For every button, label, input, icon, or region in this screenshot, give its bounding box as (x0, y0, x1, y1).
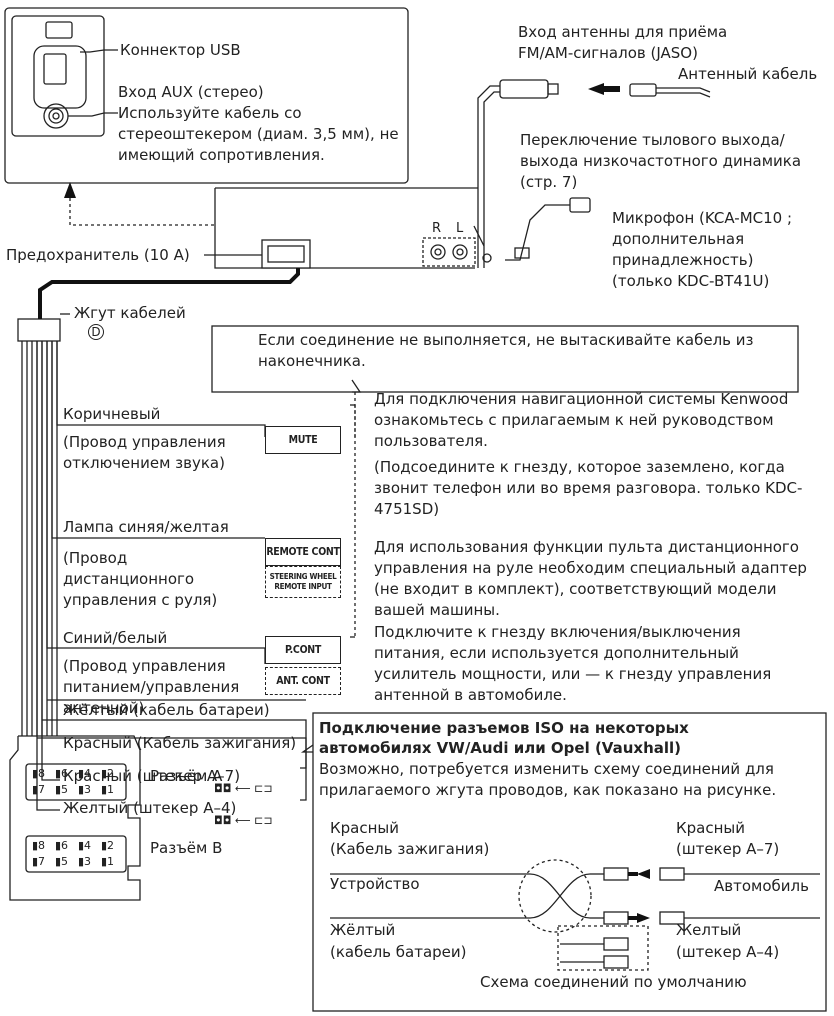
connector-pin: ▮7 (32, 855, 46, 868)
mute-box: MUTE (265, 426, 341, 454)
note-box-text: Если соединение не выполняется, не вытас… (258, 331, 754, 370)
iso-yellow-right: Желтый (676, 921, 742, 939)
wire-blue-white-desc: (Провод управления питанием/управления а… (63, 657, 240, 717)
wire-red-ignition-label: Красный (Кабель зажигания) (63, 734, 297, 752)
fuse-connector (261, 239, 311, 269)
rear-output-label: Переключение тылового выхода/ выхода низ… (520, 131, 802, 191)
iso-title-line-1: Подключение разъемов ISO на некоторых (319, 719, 689, 737)
connector-pin: ▮6 (55, 839, 69, 852)
connector-pin: ▮3 (78, 855, 92, 868)
steering-description: Для использования функции пульта дистанц… (374, 538, 807, 619)
iso-yellow-left: Жёлтый (330, 921, 396, 939)
steering-line-1: STEERING WHEEL (269, 572, 337, 581)
pcont-box: P.CONT (265, 636, 341, 664)
head-unit-panel (4, 7, 409, 184)
iso-red-left: Красный (330, 819, 400, 837)
steering-line-2: REMOTE INPUT (274, 582, 332, 591)
microphone-icon (569, 197, 591, 213)
connector-pin: ▮5 (55, 783, 69, 796)
jack-r-label: R (432, 221, 442, 236)
usb-connector-label: Коннектор USB (120, 41, 241, 59)
iso-device: Устройство (330, 875, 420, 893)
arrow-up-icon (64, 182, 76, 198)
wire-lamp-label: Лампа синяя/желтая (63, 518, 229, 536)
rca-jack-r-icon (430, 244, 446, 260)
remote-cont-box: REMOTE CONT (265, 538, 341, 566)
steering-wheel-box: STEERING WHEEL REMOTE INPUT (265, 566, 341, 598)
connector-pin: ▮1 (101, 783, 115, 796)
iso-vehicle: Автомобиль (714, 877, 809, 895)
aux-input-label: Вход AUX (стерео) (118, 83, 264, 101)
connector-a-label: Разъём A (150, 767, 223, 785)
harness-connector (17, 318, 61, 342)
iso-ignition-left: (Кабель зажигания) (330, 840, 490, 858)
wire-yellow-a4-label: Желтый (штекер A–4) (63, 799, 237, 817)
antenna-input-connector (499, 79, 549, 99)
fuse-label: Предохранитель (10 A) (6, 246, 190, 264)
wire-brown-desc: (Провод управления отключением звука) (63, 433, 226, 472)
wire-lamp-desc: (Провод дистанционного управления с руля… (63, 549, 218, 609)
plug-connector-icon: ◘◘ ⟵ ⊏⊐ (214, 782, 273, 795)
antenna-cable-label: Антенный кабель (678, 65, 818, 83)
connector-pin: ▮1 (101, 855, 115, 868)
navigation-note: (Подсоедините к гнезду, которое заземлен… (374, 458, 803, 518)
harness-label: Жгут кабелей (74, 304, 186, 322)
connector-pin: ▮3 (78, 783, 92, 796)
connector-pin: ▮6 (55, 767, 69, 780)
connector-pin: ▮7 (32, 783, 46, 796)
wire-red-a7-label: Красный (штекер A–7) (63, 767, 241, 785)
connector-pin: ▮4 (78, 839, 92, 852)
iso-default-scheme: Схема соединений по умолчанию (480, 973, 747, 991)
wire-yellow-battery-label: Жёлтый (кабель батареи) (63, 701, 270, 719)
microphone-label: Микрофон (KCA-MC10 ; дополнительная прин… (612, 209, 793, 290)
aux-description: Используйте кабель со стереоштекером (ди… (118, 104, 399, 164)
iso-a7-right: (штекер A–7) (676, 840, 780, 858)
connector-pin: ▮8 (32, 839, 46, 852)
arrow-left-icon (588, 83, 604, 95)
usb-port-icon (43, 53, 67, 85)
wire-brown-label: Коричневый (63, 405, 161, 423)
mic-jack-icon (482, 253, 492, 263)
connector-pin: ▮2 (101, 839, 115, 852)
navigation-description: Для подключения навигационной системы Ke… (374, 390, 789, 450)
antenna-input-label: Вход антенны для приёма FM/AM-сигналов (… (518, 23, 728, 62)
iso-battery-left: (кабель батареи) (330, 943, 467, 961)
power-description: Подключите к гнезду включения/выключения… (374, 623, 772, 704)
iso-title-line-2: автомобилях VW/Audi или Opel (Vauxhall) (319, 739, 682, 757)
antcont-box: ANT. CONT (265, 667, 341, 695)
iso-red-right: Красный (676, 819, 746, 837)
iso-body: Возможно, потребуется изменить схему сое… (319, 760, 777, 799)
iso-a4-right: (штекер A–4) (676, 943, 780, 961)
connector-pin: ▮8 (32, 767, 46, 780)
connector-pin: ▮5 (55, 855, 69, 868)
wire-blue-white-label: Синий/белый (63, 629, 168, 647)
connector-pin: ▮4 (78, 767, 92, 780)
plug-connector-icon: ◘◘ ⟵ ⊏⊐ (214, 814, 273, 827)
harness-mark: D (88, 324, 104, 340)
connector-b-label: Разъём B (150, 839, 223, 857)
rca-jack-l-icon (452, 244, 468, 260)
jack-l-label: L (456, 221, 464, 236)
connector-pin: ▮2 (101, 767, 115, 780)
